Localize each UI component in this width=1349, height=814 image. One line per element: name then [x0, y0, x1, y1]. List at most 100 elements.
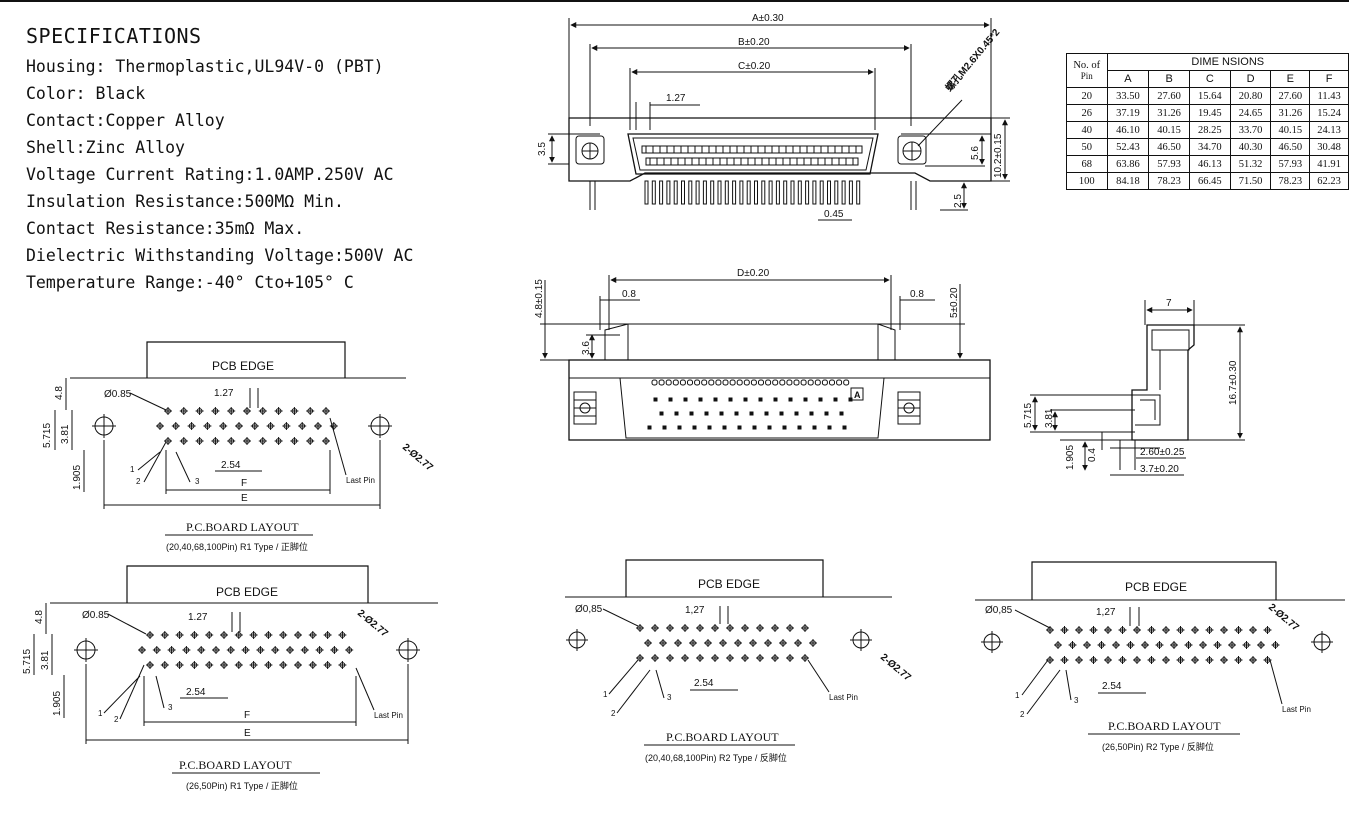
contact-dot [674, 411, 679, 416]
layout3-pitch: 1,27 [685, 605, 705, 616]
table-value-cell: 62.23 [1309, 172, 1349, 190]
side-top-width: 7 [1166, 298, 1172, 309]
layout1-subtitle: (20,40,68,100Pin) R1 Type / 正脚位 [166, 541, 308, 552]
layout2-h2: 5.715 [22, 649, 33, 674]
contact-cavity [821, 379, 828, 386]
pin-leg [812, 180, 817, 205]
layout4-subtitle: (26,50Pin) R2 Type / 反脚位 [1102, 741, 1214, 752]
side-height: 16.7±0.30 [1228, 360, 1239, 405]
layout3-pcb-edge: PCB EDGE [698, 577, 760, 591]
top-left-sub-height: 3.6 [581, 341, 592, 355]
layout1-h4: 1.905 [72, 465, 83, 490]
pcb-layout-r1-26-50: PCB EDGE Ø0.85 1.27 2.54 2-Ø2.77 4.8 5.7… [22, 565, 438, 791]
contact-dot [749, 411, 754, 416]
table-corner-top: No. of [1073, 59, 1101, 71]
contact-cavity [750, 379, 757, 386]
contact-dot [683, 397, 688, 402]
layout2-row-pitch: 2.54 [186, 687, 206, 698]
pin-leg [841, 180, 846, 205]
layout1-h3: 3.81 [60, 424, 71, 444]
contact-dot [704, 411, 709, 416]
pin-leg [827, 180, 831, 205]
side-view: 7 16.7±0.30 5.715 3.81 1.905 0.4 2.60±0.… [1023, 298, 1245, 476]
spec-housing: Housing: Thermoplastic,UL94V-0 (PBT) [26, 57, 384, 76]
contact-cavity [807, 379, 814, 386]
contact-dot [647, 425, 652, 430]
contact-dot [827, 425, 832, 430]
pin-leg [819, 180, 824, 205]
layout1-h1: 4.8 [54, 386, 65, 400]
pin-leg [681, 180, 685, 205]
table-value-cell: 78.23 [1148, 172, 1190, 190]
pin-leg [717, 180, 722, 205]
layout1-mount: 2-Ø2.77 [400, 442, 435, 474]
pcb-layout-r2-26-50: PCB EDGE Ø0,85 1,27 2.54 2-Ø2.77 1 2 3 L… [975, 561, 1345, 752]
pin-leg [651, 180, 656, 205]
layout2-pitch: 1.27 [188, 612, 208, 623]
contact-cavity [679, 379, 686, 386]
contact-cavity [772, 379, 779, 386]
layout1-pin3: 3 [195, 477, 200, 486]
dim-c-label: C±0.20 [738, 61, 771, 72]
contact-dot [767, 425, 772, 430]
contact-dot [803, 397, 808, 402]
contact-cavity [836, 379, 843, 386]
pcb-layout-r1-20-40-68-100: PCB EDGE Ø0.85 1.27 2.54 2-Ø2.77 4.8 5.7… [42, 341, 435, 552]
layout2-h3: 3.81 [40, 650, 51, 670]
top-border [0, 0, 1349, 2]
contact-dot [659, 411, 664, 416]
front-mid-height: 5.6 [970, 146, 981, 160]
layout4-pitch: 1,27 [1096, 607, 1116, 618]
pin-leg [746, 180, 751, 205]
spec-contact-resistance: Contact Resistance:35mΩ Max. [26, 219, 305, 238]
contact-cavity [658, 379, 665, 386]
pin-leg [805, 180, 810, 205]
pin-leg [666, 180, 671, 205]
contact-dot [668, 397, 673, 402]
pin-leg [732, 180, 737, 205]
contact-dot [773, 397, 778, 402]
contact-dot [713, 397, 718, 402]
front-pins [644, 180, 861, 205]
contact-cavity [843, 379, 850, 386]
spec-contact: Contact:Copper Alloy [26, 111, 225, 130]
contact-cavity [701, 379, 708, 386]
contact-cavity [694, 379, 701, 386]
layout1-last-pin: Last Pin [346, 476, 375, 485]
dim-b-label: B±0.20 [738, 37, 770, 48]
contact-cavity [687, 379, 693, 386]
contact-dot [764, 411, 769, 416]
layout2-h1: 4.8 [34, 610, 45, 624]
layout2-hole-grid [138, 631, 354, 669]
pin-leg [724, 180, 729, 205]
layout2-last-pin: Last Pin [374, 711, 403, 720]
contact-dot [833, 397, 838, 402]
pin-leg [768, 180, 773, 205]
layout1-title: P.C.BOARD LAYOUT [186, 520, 299, 534]
pin-leg [783, 180, 788, 205]
contact-dot [797, 425, 802, 430]
top-right-height: 5±0.20 [949, 287, 960, 318]
pin-leg [754, 180, 758, 205]
layout3-pin3: 3 [667, 693, 672, 702]
contact-cavity [708, 379, 715, 386]
layout2-dim-e: E [244, 728, 251, 739]
layout2-subtitle: (26,50Pin) R1 Type / 正脚位 [186, 780, 298, 791]
spec-color: Color: Black [26, 84, 146, 103]
pin-leg [644, 180, 649, 205]
pin-leg [739, 180, 744, 205]
layout3-subtitle: (20,40,68,100Pin) R2 Type / 反脚位 [645, 752, 787, 763]
layout4-hole-grid [1046, 626, 1280, 664]
pin-leg [775, 180, 780, 205]
front-left-height: 3.5 [537, 142, 548, 156]
layout1-dim-f: F [241, 478, 247, 489]
layout2-pin2: 2 [114, 715, 119, 724]
layout2-title: P.C.BOARD LAYOUT [179, 758, 292, 772]
layout2-dim-f: F [244, 710, 250, 721]
layout1-hole-dia: Ø0.85 [104, 389, 132, 400]
contact-dot [698, 397, 703, 402]
